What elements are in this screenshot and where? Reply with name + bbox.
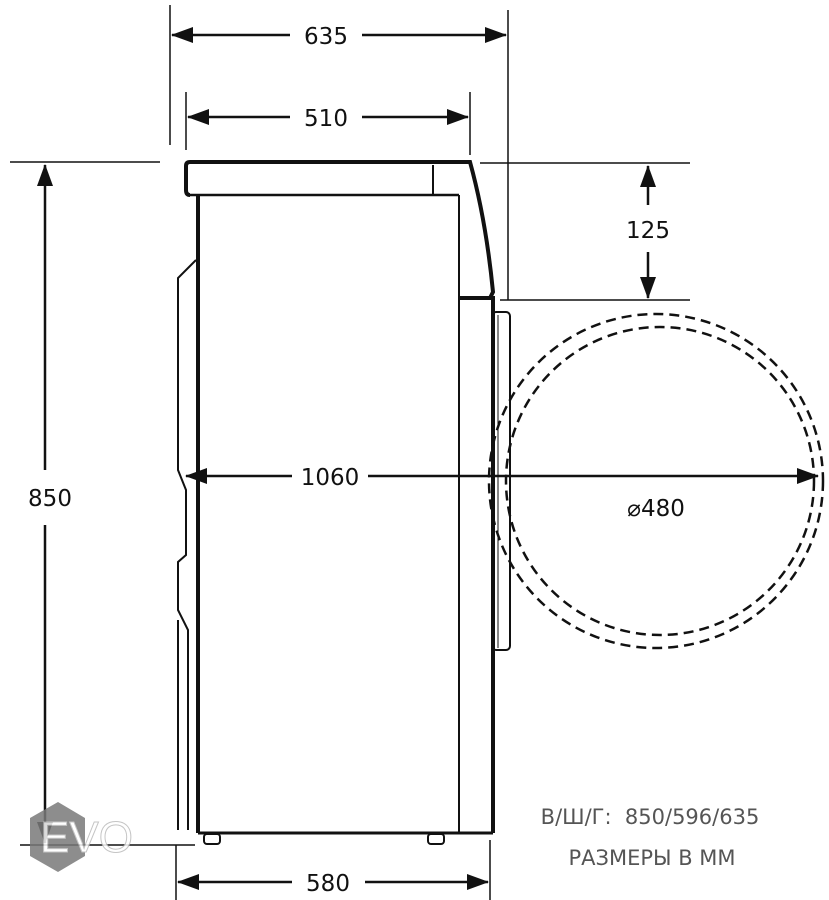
note-hwd: В/Ш/Г: 850/596/635 <box>541 805 760 829</box>
top-panel <box>184 160 496 300</box>
dim-panel-step: 125 <box>626 218 670 244</box>
foot-rear <box>203 833 221 845</box>
dim-height: 850 <box>28 486 72 512</box>
dim-depth-body: 510 <box>304 106 348 132</box>
foot-front <box>427 833 445 845</box>
dim-depth-door-open: 1060 <box>301 465 360 491</box>
dim-door-diameter: ⌀480 <box>627 496 685 522</box>
dim-depth-total: 635 <box>304 24 348 50</box>
logo-hexagon <box>30 802 85 872</box>
door-swing-circles <box>487 312 825 650</box>
back-panel-profile <box>177 259 197 830</box>
extension-lines <box>10 5 690 900</box>
note-units: РАЗМЕРЫ В ММ <box>568 846 735 870</box>
door <box>491 311 511 651</box>
logo-text: EVO <box>40 813 133 862</box>
dim-base-depth: 580 <box>306 871 350 897</box>
machine-side-view <box>177 160 511 845</box>
evo-logo: EVO <box>30 802 133 872</box>
dimension-lines <box>37 27 819 890</box>
